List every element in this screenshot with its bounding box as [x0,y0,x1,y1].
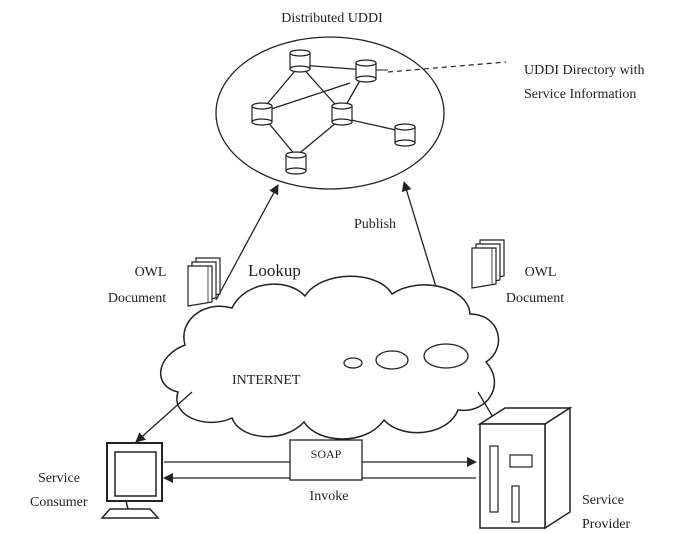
owl-document-right-icon [471,239,505,289]
directory-label-line-1: UDDI Directory with [524,63,645,78]
database-node [251,102,273,126]
server-tower-icon [477,406,573,530]
consumer-line-2: Consumer [30,495,88,510]
cloud-bubble [423,343,469,369]
service-provider-label: Service Provider [582,493,631,532]
owl-right-line-2: Document [506,291,564,306]
lookup-arrow [215,184,279,301]
owl-document-right-label: OWL Document [506,265,564,306]
owl-right-line-1: OWL [525,265,556,280]
database-node [331,102,353,126]
database-node [289,49,311,73]
lookup-label: Lookup [248,261,301,280]
consumer-access-arrow [135,391,193,443]
soap-label: SOAP [311,447,342,461]
soap-box [289,439,363,481]
provider-line-2: Provider [582,517,631,532]
database-node [394,123,416,147]
cloud-bubble [375,350,409,370]
service-consumer-label: Service Consumer [30,471,88,510]
provider-line-1: Service [582,493,624,508]
directory-label-line-2: Service Information [524,87,636,102]
database-node [285,151,307,175]
computer-monitor-icon [100,442,163,519]
publish-arrow [401,181,441,301]
directory-leader-line [387,61,507,73]
owl-left-line-1: OWL [135,265,166,280]
cloud-bubble [343,357,363,369]
directory-label: UDDI Directory with Service Information [524,63,648,102]
database-node [355,59,377,83]
consumer-line-1: Service [38,471,80,486]
diagram-title: Distributed UDDI [281,11,383,26]
internet-cloud [160,275,500,440]
publish-label: Publish [354,217,396,232]
uddi-ellipse [215,36,445,190]
owl-document-left-icon [187,257,221,307]
invoke-label: Invoke [310,489,349,504]
owl-document-left-label: OWL Document [108,265,170,306]
owl-left-line-2: Document [108,291,166,306]
internet-label: INTERNET [232,373,301,388]
